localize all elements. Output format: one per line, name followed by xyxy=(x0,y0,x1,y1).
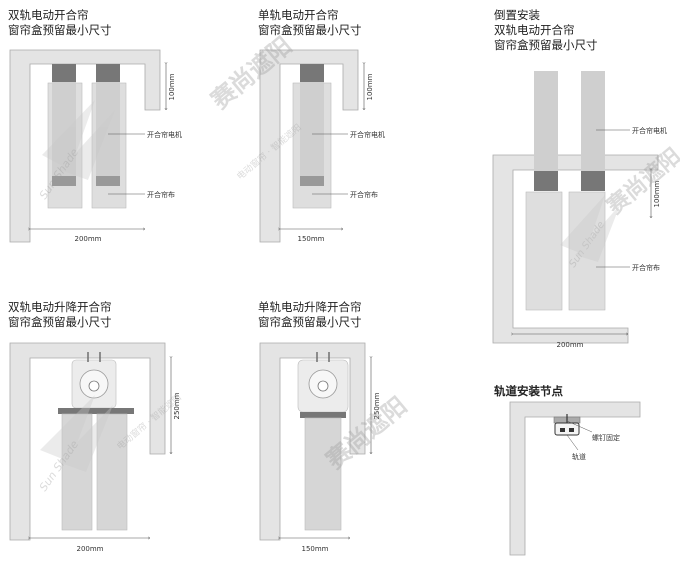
diagram1-curtain-box xyxy=(9,49,161,243)
diagram1-motor-body-left xyxy=(52,82,76,176)
diagram2-title: 单轨电动开合帘 窗帘盒预留最小尺寸 xyxy=(258,8,362,38)
diagram4-width-dim: 200mm xyxy=(77,545,104,553)
diagram5-width-dim: 150mm xyxy=(302,545,329,553)
diagram6-track-label: 轨道 xyxy=(572,452,586,461)
diagram4-fabric-right xyxy=(96,413,128,531)
diagram2-motor-end xyxy=(300,176,324,186)
watermark-brand-cn: 赛尚遮阳 xyxy=(205,31,297,115)
diagram3-curtain-box xyxy=(492,154,659,344)
diagram4-fabric-left xyxy=(61,413,93,531)
diagram1-motor-left xyxy=(52,64,76,82)
watermark-logo-mark-right xyxy=(560,195,620,262)
diagram3-motor-left xyxy=(534,171,558,191)
diagram2-title-line2: 窗帘盒预留最小尺寸 xyxy=(258,23,362,37)
diagram5-title-line2: 窗帘盒预留最小尺寸 xyxy=(258,315,362,329)
diagram3-height-dim: 100mm xyxy=(653,180,661,207)
diagram5-title: 单轨电动升降开合帘 窗帘盒预留最小尺寸 xyxy=(258,300,362,330)
diagram1-motor-end-right xyxy=(96,176,120,186)
diagram2-motor-body xyxy=(300,82,324,176)
diagram3-drawing: 开合帘电机 100mm 开合帘布 200mm xyxy=(492,71,667,349)
diagram4-lift-hub xyxy=(88,380,100,392)
diagram1-fabric-label: 开合帘布 xyxy=(147,190,175,199)
diagram5-rail xyxy=(300,412,346,418)
diagram4-curtain-box xyxy=(9,342,166,541)
diagram3-motor-body-left xyxy=(534,71,558,171)
diagram5-fabric xyxy=(304,417,342,531)
diagram5-curtain-box xyxy=(259,342,366,541)
diagram4-title-line2: 窗帘盒预留最小尺寸 xyxy=(8,315,112,329)
diagram1-drawing: 100mm 开合帘电机 开合帘布 200mm xyxy=(9,49,182,243)
diagram3-fabric-right xyxy=(568,191,606,311)
diagram3-fabric-left xyxy=(525,191,563,311)
diagram1-title-line2: 窗帘盒预留最小尺寸 xyxy=(8,23,112,37)
diagram4-title: 双轨电动升降开合帘 窗帘盒预留最小尺寸 xyxy=(8,300,112,330)
diagram3-motor-label: 开合帘电机 xyxy=(632,126,667,135)
diagram5-title-line1: 单轨电动升降开合帘 xyxy=(258,300,362,314)
diagram2-motor xyxy=(300,64,324,82)
diagram3-motor-right xyxy=(581,171,605,191)
watermark-logo-mark-bottom xyxy=(40,395,113,472)
watermark-logo-mark xyxy=(42,100,115,180)
diagram3-title-line2: 窗帘盒预留最小尺寸 xyxy=(494,38,598,52)
diagram6-drawing: 螺钉固定 轨道 xyxy=(509,401,641,556)
diagram5-height-dim: 250mm xyxy=(373,392,381,419)
diagram5-lift-hub xyxy=(317,380,329,392)
diagram4-rail xyxy=(58,408,134,414)
diagram4-drawing: 250mm 200mm xyxy=(9,342,181,553)
diagram1-motor-body-right xyxy=(96,82,120,176)
diagram3-title-line1: 双轨电动开合帘 xyxy=(494,23,575,37)
diagram1-width-dim: 200mm xyxy=(75,235,102,243)
diagram4-height-dim: 250mm xyxy=(173,392,181,419)
diagram1-motor-label: 开合帘电机 xyxy=(147,130,182,139)
diagram5-drawing: 250mm 150mm xyxy=(259,342,381,553)
diagram2-motor-label: 开合帘电机 xyxy=(350,130,385,139)
diagram1-motor-right xyxy=(96,64,120,82)
diagram1-height-dim: 100mm xyxy=(168,73,176,100)
diagram2-width-dim: 150mm xyxy=(298,235,325,243)
diagram3-heading: 倒置安装 xyxy=(494,8,540,22)
diagram1-motor-end-left xyxy=(52,176,76,186)
diagram6-screw-label: 螺钉固定 xyxy=(592,433,620,442)
diagram6-heading: 轨道安装节点 xyxy=(494,384,563,398)
diagram2-title-line1: 单轨电动开合帘 xyxy=(258,8,339,22)
diagram3-motor-body-right xyxy=(581,71,605,171)
diagram2-curtain-box xyxy=(259,49,359,243)
diagram2-fabric-label: 开合帘布 xyxy=(350,190,378,199)
diagram3-fabric-label: 开合帘布 xyxy=(632,263,660,272)
diagram1-title-line1: 双轨电动开合帘 xyxy=(8,8,89,22)
diagram2-drawing: 100mm 开合帘电机 开合帘布 150mm xyxy=(259,49,385,243)
diagram3-title: 倒置安装 双轨电动开合帘 窗帘盒预留最小尺寸 xyxy=(494,8,598,53)
diagram3-width-dim: 200mm xyxy=(557,341,584,349)
diagram2-height-dim: 100mm xyxy=(366,73,374,100)
diagram1-title: 双轨电动开合帘 窗帘盒预留最小尺寸 xyxy=(8,8,112,38)
diagram6-wall-corner xyxy=(509,401,641,556)
diagram4-title-line1: 双轨电动升降开合帘 xyxy=(8,300,112,314)
